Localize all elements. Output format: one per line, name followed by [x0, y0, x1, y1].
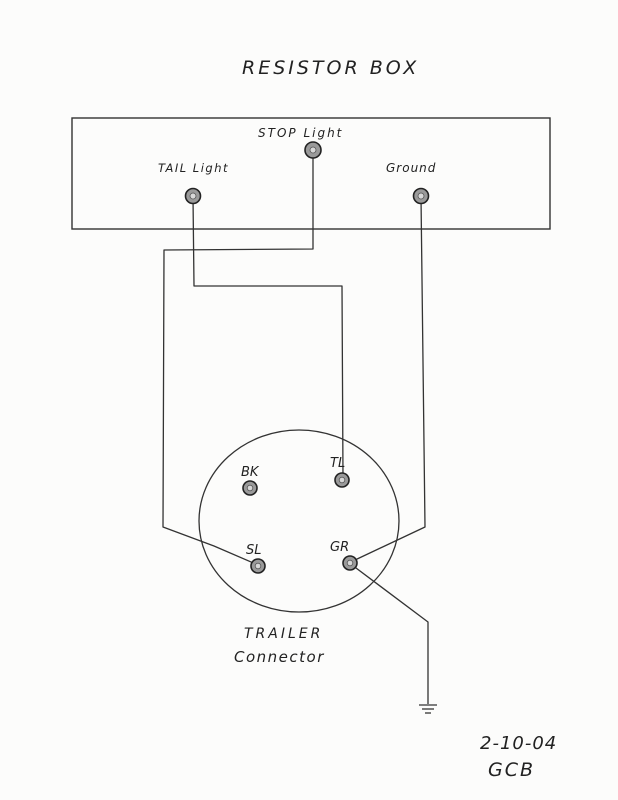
- signature-initials: GCB: [488, 759, 535, 781]
- stop-light-terminal: [304, 141, 322, 159]
- signature-date: 2-10-04: [480, 733, 557, 754]
- trailer-connector-outline: [198, 429, 400, 613]
- pin-bk: [242, 480, 258, 496]
- tail-light-label: TAIL Light: [158, 161, 229, 175]
- pin-label-sl: SL: [246, 543, 262, 558]
- connector-label-trailer: TRAILER: [244, 626, 323, 642]
- stop-light-wire: [162, 151, 314, 566]
- diagram-title: RESISTOR BOX: [242, 57, 419, 79]
- connector-label-connector: Connector: [234, 648, 325, 666]
- stop-light-label: STOP Light: [258, 126, 343, 140]
- pin-label-bk: BK: [241, 465, 260, 480]
- pin-label-tl: TL: [330, 456, 345, 471]
- tail-light-terminal: [184, 187, 202, 205]
- pin-gr: [342, 555, 358, 571]
- resistor-box-outline: [71, 117, 551, 230]
- pin-label-gr: GR: [330, 540, 349, 555]
- chassis-ground-wire: [351, 564, 429, 704]
- tail-light-wire: [192, 196, 344, 479]
- ground-wire: [354, 196, 426, 561]
- ground-label: Ground: [386, 161, 436, 175]
- ground-symbol: [419, 704, 437, 714]
- pin-tl: [334, 472, 350, 488]
- pin-sl: [250, 558, 266, 574]
- ground-terminal: [412, 187, 430, 205]
